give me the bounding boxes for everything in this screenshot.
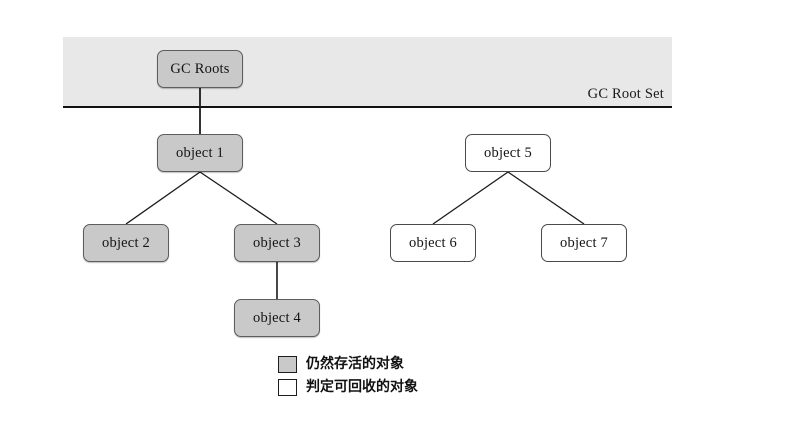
legend: 仍然存活的对象 判定可回收的对象: [278, 355, 418, 397]
edge-object-5-object-7: [507, 171, 585, 225]
node-object-5[interactable]: object 5: [465, 134, 551, 172]
node-object-7[interactable]: object 7: [541, 224, 627, 262]
node-object-6[interactable]: object 6: [390, 224, 476, 262]
node-gc-roots[interactable]: GC Roots: [157, 50, 243, 88]
legend-swatch-dead: [278, 379, 297, 396]
legend-label-alive: 仍然存活的对象: [306, 356, 404, 372]
node-object-2[interactable]: object 2: [83, 224, 169, 262]
gc-root-set-band: GC Root Set: [63, 37, 672, 108]
node-object-5-label: object 5: [484, 144, 532, 161]
node-object-3-label: object 3: [253, 234, 301, 251]
edge-object-1-object-3: [199, 171, 278, 225]
edge-object-5-object-6: [432, 171, 509, 225]
node-object-7-label: object 7: [560, 234, 608, 251]
gc-root-set-label: GC Root Set: [587, 86, 664, 102]
legend-item-dead: 判定可回收的对象: [278, 378, 418, 397]
node-object-1-label: object 1: [176, 144, 224, 161]
legend-label-dead: 判定可回收的对象: [306, 379, 418, 395]
node-object-4-label: object 4: [253, 309, 301, 326]
node-object-3[interactable]: object 3: [234, 224, 320, 262]
node-object-1[interactable]: object 1: [157, 134, 243, 172]
node-object-6-label: object 6: [409, 234, 457, 251]
edge-object-1-object-2: [125, 171, 201, 225]
node-object-2-label: object 2: [102, 234, 150, 251]
legend-item-alive: 仍然存活的对象: [278, 355, 418, 374]
node-gc-roots-label: GC Roots: [170, 60, 230, 77]
legend-swatch-alive: [278, 356, 297, 373]
node-object-4[interactable]: object 4: [234, 299, 320, 337]
